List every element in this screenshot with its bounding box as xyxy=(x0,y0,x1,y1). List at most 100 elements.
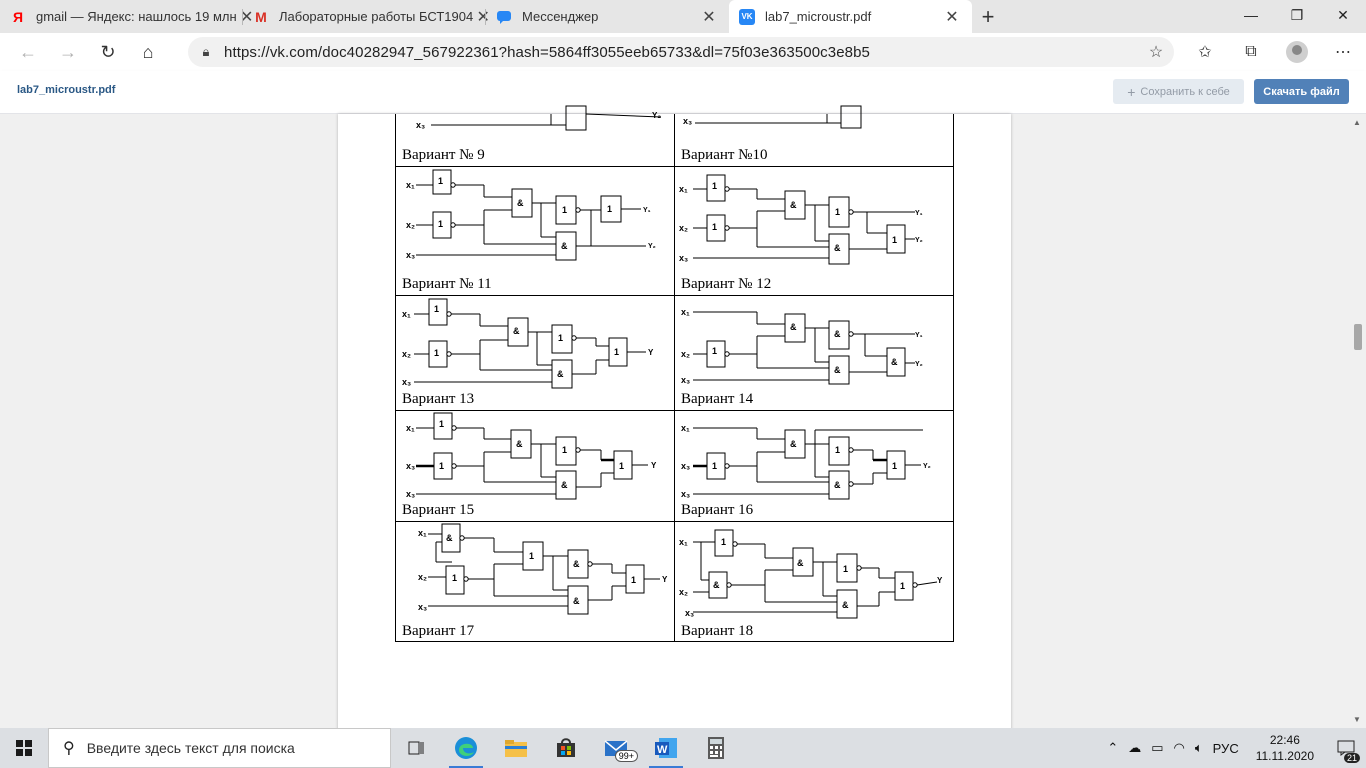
url-text[interactable]: https://vk.com/doc40282947_567922361?has… xyxy=(224,43,870,61)
language-indicator[interactable]: РУС xyxy=(1212,740,1239,756)
svg-text:1: 1 xyxy=(438,219,443,229)
vertical-scrollbar[interactable]: ▲ ▼ xyxy=(1349,114,1366,728)
show-hidden-icons-icon[interactable]: ⌃ xyxy=(1107,740,1119,755)
restore-button[interactable]: ❐ xyxy=(1290,6,1304,23)
vk-icon: VK xyxy=(739,8,755,25)
svg-text:x₁: x₁ xyxy=(406,180,415,190)
pdf-page: x₃ Y₂ Вариант № 9 x₃ Вариант №10 xyxy=(338,105,1011,754)
close-window-button[interactable]: ✕ xyxy=(1337,6,1349,23)
svg-text:Y₂: Y₂ xyxy=(923,463,931,470)
tab-messenger[interactable]: Мессенджер ✕ xyxy=(486,0,729,33)
collections-icon[interactable]: ⧉ xyxy=(1245,43,1257,60)
variant-label: Вариант № 12 xyxy=(681,276,772,292)
save-to-self-button[interactable]: +Сохранить к себе xyxy=(1113,79,1244,104)
svg-text:x₁: x₁ xyxy=(406,423,415,433)
calculator-icon[interactable] xyxy=(691,728,741,768)
tab-gmail[interactable]: M Лабораторные работы БСТ1904 ✕ xyxy=(243,0,490,33)
svg-text:&: & xyxy=(517,198,524,208)
scroll-up-icon[interactable]: ▲ xyxy=(1353,118,1361,127)
svg-text:x₃: x₃ xyxy=(681,489,690,499)
variants-table: x₃ Y₂ Вариант № 9 x₃ Вариант №10 xyxy=(395,105,954,642)
refresh-button[interactable]: ↻ xyxy=(100,41,116,62)
svg-text:&: & xyxy=(561,480,568,490)
pdf-viewer[interactable]: x₃ Y₂ Вариант № 9 x₃ Вариант №10 xyxy=(0,105,1366,754)
search-placeholder: Введите здесь текст для поиска xyxy=(86,740,295,756)
svg-text:x₁: x₁ xyxy=(679,537,688,547)
svg-text:1: 1 xyxy=(712,222,717,232)
svg-text:&: & xyxy=(834,329,841,339)
svg-text:&: & xyxy=(713,580,720,590)
tab-yandex[interactable]: Я gmail — Яндекс: нашлось 19 млн ✕ xyxy=(0,0,253,33)
svg-text:x₁: x₁ xyxy=(681,423,690,433)
svg-text:1: 1 xyxy=(452,573,457,583)
nav-bar: ← → ↻ ⌂ 🔒︎ https://vk.com/doc40282947_56… xyxy=(0,33,1366,71)
mail-icon[interactable]: 99+ xyxy=(591,728,641,768)
tab-title: Мессенджер xyxy=(522,9,599,24)
forward-button[interactable]: → xyxy=(59,41,77,62)
document-filename[interactable]: lab7_microustr.pdf xyxy=(17,84,116,96)
edge-browser-icon[interactable] xyxy=(441,728,491,768)
svg-text:Y₂: Y₂ xyxy=(915,237,923,244)
svg-text:1: 1 xyxy=(439,419,444,429)
favorites-icon[interactable]: ✩ xyxy=(1198,44,1212,61)
svg-text:Y: Y xyxy=(648,348,654,357)
variant-label: Вариант 14 xyxy=(681,391,754,407)
svg-text:x₁: x₁ xyxy=(679,184,688,194)
yandex-icon: Я xyxy=(12,8,24,25)
new-tab-button[interactable]: + xyxy=(981,3,995,29)
tab-lab7-pdf[interactable]: VK lab7_microustr.pdf ✕ xyxy=(729,0,972,33)
store-icon[interactable] xyxy=(541,728,591,768)
scroll-down-icon[interactable]: ▼ xyxy=(1353,715,1361,724)
svg-text:Y: Y xyxy=(662,575,668,584)
svg-text:x₃: x₃ xyxy=(418,602,427,612)
svg-text:&: & xyxy=(557,369,564,379)
clock[interactable]: 22:46 11.11.2020 xyxy=(1244,732,1326,764)
svg-text:1: 1 xyxy=(562,205,567,215)
word-icon[interactable]: W xyxy=(641,728,691,768)
volume-icon[interactable]: 🔈︎ xyxy=(1194,740,1203,755)
start-button[interactable] xyxy=(0,728,48,768)
svg-text:x₃: x₃ xyxy=(402,377,411,387)
svg-text:x₂: x₂ xyxy=(418,572,427,582)
svg-text:Y₂: Y₂ xyxy=(915,361,923,368)
svg-text:&: & xyxy=(842,600,849,610)
close-tab-icon[interactable]: ✕ xyxy=(476,8,490,26)
minimize-button[interactable]: — xyxy=(1244,7,1258,23)
svg-text:Y: Y xyxy=(937,576,943,585)
task-view-icon[interactable] xyxy=(391,728,441,768)
close-tab-icon[interactable]: ✕ xyxy=(702,8,716,26)
svg-text:1: 1 xyxy=(835,207,840,217)
svg-text:1: 1 xyxy=(631,575,636,585)
svg-text:x₃: x₃ xyxy=(679,253,688,263)
tab-title: lab7_microustr.pdf xyxy=(765,9,872,24)
home-button[interactable]: ⌂ xyxy=(142,41,154,62)
profile-avatar[interactable] xyxy=(1274,41,1320,63)
file-explorer-icon[interactable] xyxy=(491,728,541,768)
close-tab-icon[interactable]: ✕ xyxy=(945,8,959,26)
wifi-icon[interactable]: ◠ xyxy=(1173,740,1185,755)
tab-strip: Я gmail — Яндекс: нашлось 19 млн ✕ M Лаб… xyxy=(0,0,1366,33)
svg-text:1: 1 xyxy=(835,445,840,455)
more-menu-icon[interactable]: ⋯ xyxy=(1335,44,1351,61)
battery-icon[interactable]: ▭ xyxy=(1151,740,1164,755)
download-file-button[interactable]: Скачать файл xyxy=(1254,79,1349,104)
taskbar: ⚲ Введите здесь текст для поиска 99+ W ⌃… xyxy=(0,728,1366,768)
svg-text:x₃: x₃ xyxy=(683,116,692,126)
back-button[interactable]: ← xyxy=(19,41,37,62)
svg-text:x₃: x₃ xyxy=(681,461,690,471)
variant-cell: x₃ Y₂ Вариант № 9 xyxy=(396,105,675,167)
favorite-star-icon[interactable]: ☆ xyxy=(1148,44,1164,61)
onedrive-icon[interactable]: ☁ xyxy=(1128,740,1142,755)
svg-text:1: 1 xyxy=(900,581,905,591)
svg-text:1: 1 xyxy=(529,551,534,561)
taskbar-search-box[interactable]: ⚲ Введите здесь текст для поиска xyxy=(48,728,391,768)
close-tab-icon[interactable]: ✕ xyxy=(239,8,254,26)
svg-text:1: 1 xyxy=(892,461,897,471)
svg-text:x₃: x₃ xyxy=(685,608,694,618)
scrollbar-thumb[interactable] xyxy=(1354,324,1362,350)
notification-center-icon[interactable]: 21 xyxy=(1326,728,1366,768)
svg-text:1: 1 xyxy=(619,461,624,471)
lock-icon[interactable]: 🔒︎ xyxy=(202,44,210,59)
address-bar[interactable]: 🔒︎ https://vk.com/doc40282947_567922361?… xyxy=(188,37,1174,67)
